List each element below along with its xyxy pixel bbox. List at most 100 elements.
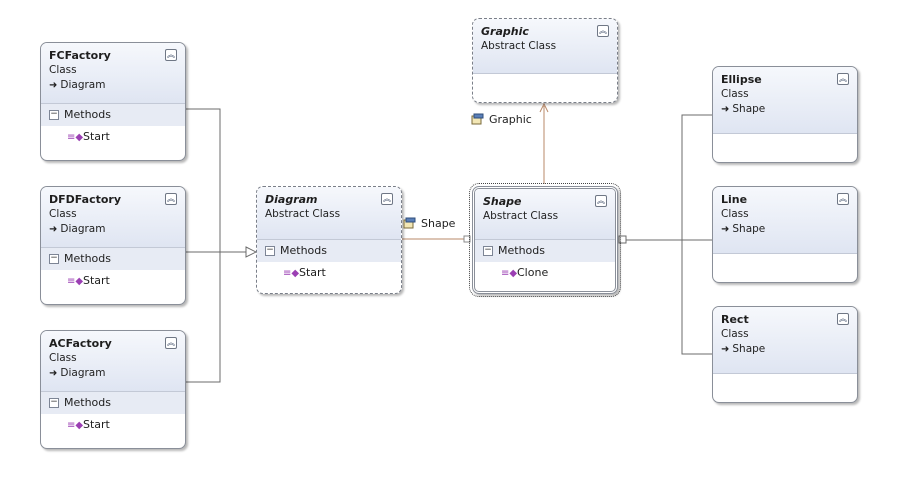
collapse-minus-icon[interactable]: − xyxy=(483,245,493,256)
double-chevron-up-icon[interactable]: ︽ xyxy=(597,25,609,37)
collapse-minus-icon[interactable]: − xyxy=(49,397,59,408)
ellipse-class-box[interactable]: Ellipse Class ➜Shape ︽ xyxy=(712,66,858,163)
association-label-text: Shape xyxy=(421,217,456,230)
association-property-icon xyxy=(471,113,484,125)
class-name: FCFactory xyxy=(49,49,111,62)
arrow-right-icon: ➜ xyxy=(721,104,730,115)
section-label: Methods xyxy=(280,244,327,257)
double-chevron-up-icon[interactable]: ︽ xyxy=(165,193,177,205)
collapse-minus-icon[interactable]: − xyxy=(49,253,59,264)
class-name: Graphic xyxy=(481,25,529,38)
base-class: ➜Shape xyxy=(721,102,849,117)
base-class: ➜Diagram xyxy=(49,222,177,237)
collapse-minus-icon[interactable]: − xyxy=(49,109,59,120)
double-chevron-up-icon[interactable]: ︽ xyxy=(837,73,849,85)
methods-section-header[interactable]: −Methods xyxy=(41,248,185,270)
diagram-inheritance-arrowhead xyxy=(245,246,258,258)
class-name: ACFactory xyxy=(49,337,112,350)
acfactory-inheritance-line xyxy=(185,252,221,383)
method-item[interactable]: ≡◆Clone xyxy=(475,262,615,284)
shape-abstract-class-box[interactable]: Shape Abstract Class ︽ −Methods ≡◆Clone xyxy=(469,183,621,297)
base-class: ➜Shape xyxy=(721,222,849,237)
arrow-right-icon: ➜ xyxy=(49,80,58,91)
base-class-name: Shape xyxy=(732,223,766,235)
arrow-right-icon: ➜ xyxy=(49,224,58,235)
class-header: Graphic Abstract Class ︽ xyxy=(473,19,617,73)
class-header: Line Class ➜Shape ︽ xyxy=(713,187,857,253)
class-name: Ellipse xyxy=(721,73,762,86)
class-kind: Class xyxy=(49,208,77,220)
class-kind: Class xyxy=(721,88,749,100)
class-kind: Class xyxy=(49,352,77,364)
methods-compartment: −Methods ≡◆Start xyxy=(257,239,401,284)
base-class-name: Diagram xyxy=(60,367,106,379)
methods-compartment: −Methods ≡◆Clone xyxy=(475,239,615,284)
class-name: Shape xyxy=(483,195,522,208)
collapse-minus-icon[interactable]: − xyxy=(265,245,275,256)
method-icon: ≡◆ xyxy=(283,268,300,279)
methods-section-header[interactable]: −Methods xyxy=(41,392,185,414)
acfactory-class-box[interactable]: ACFactory Class ➜Diagram ︽ −Methods ≡◆St… xyxy=(40,330,186,449)
methods-compartment: −Methods ≡◆Start xyxy=(41,103,185,148)
double-chevron-up-icon[interactable]: ︽ xyxy=(381,193,393,205)
class-name: DFDFactory xyxy=(49,193,121,206)
graphic-association-arrowhead xyxy=(539,102,549,113)
methods-section-header[interactable]: −Methods xyxy=(257,240,401,262)
method-item[interactable]: ≡◆Start xyxy=(41,270,185,292)
class-header: Rect Class ➜Shape ︽ xyxy=(713,307,857,373)
methods-section-header[interactable]: −Methods xyxy=(41,104,185,126)
class-kind: Abstract Class xyxy=(483,210,559,222)
empty-compartment xyxy=(713,133,857,134)
ellipse-inheritance-line xyxy=(626,114,713,241)
section-label: Methods xyxy=(64,252,111,265)
class-header: Diagram Abstract Class ︽ xyxy=(257,187,401,239)
section-label: Methods xyxy=(498,244,545,257)
base-class-name: Diagram xyxy=(60,79,106,91)
fcfactory-inheritance-line xyxy=(185,108,246,253)
method-icon: ≡◆ xyxy=(67,276,84,287)
methods-compartment: −Methods ≡◆Start xyxy=(41,391,185,436)
class-header: FCFactory Class ➜Diagram ︽ xyxy=(41,43,185,103)
base-class: ➜Diagram xyxy=(49,366,177,381)
association-label-text: Graphic xyxy=(489,113,532,126)
arrow-right-icon: ➜ xyxy=(49,368,58,379)
graphic-association-label[interactable]: Graphic xyxy=(471,113,532,126)
class-kind: Abstract Class xyxy=(481,40,557,52)
base-class-name: Shape xyxy=(732,343,766,355)
arrow-right-icon: ➜ xyxy=(721,344,730,355)
fcfactory-class-box[interactable]: FCFactory Class ➜Diagram ︽ −Methods ≡◆St… xyxy=(40,42,186,161)
double-chevron-up-icon[interactable]: ︽ xyxy=(595,195,607,207)
method-item[interactable]: ≡◆Start xyxy=(41,126,185,148)
class-name: Diagram xyxy=(265,193,318,206)
method-item[interactable]: ≡◆Start xyxy=(41,414,185,436)
empty-compartment xyxy=(713,253,857,254)
dfdfactory-class-box[interactable]: DFDFactory Class ➜Diagram ︽ −Methods ≡◆S… xyxy=(40,186,186,305)
association-property-icon xyxy=(403,217,416,229)
method-name: Start xyxy=(83,418,110,431)
method-icon: ≡◆ xyxy=(67,132,84,143)
base-class: ➜Diagram xyxy=(49,78,177,93)
diagram-abstract-class-box[interactable]: Diagram Abstract Class ︽ −Methods ≡◆Star… xyxy=(256,186,402,294)
double-chevron-up-icon[interactable]: ︽ xyxy=(165,49,177,61)
base-class-name: Diagram xyxy=(60,223,106,235)
class-kind: Class xyxy=(721,328,749,340)
double-chevron-up-icon[interactable]: ︽ xyxy=(837,193,849,205)
double-chevron-up-icon[interactable]: ︽ xyxy=(837,313,849,325)
methods-section-header[interactable]: −Methods xyxy=(475,240,615,262)
section-label: Methods xyxy=(64,396,111,409)
rect-inheritance-line xyxy=(681,240,713,355)
methods-compartment: −Methods ≡◆Start xyxy=(41,247,185,292)
graphic-abstract-class-box[interactable]: Graphic Abstract Class ︽ xyxy=(472,18,618,103)
method-name: Start xyxy=(83,274,110,287)
shape-association-endpoint xyxy=(463,235,471,243)
base-class: ➜Shape xyxy=(721,342,849,357)
class-header: DFDFactory Class ➜Diagram ︽ xyxy=(41,187,185,247)
method-name: Start xyxy=(299,266,326,279)
line-class-box[interactable]: Line Class ➜Shape ︽ xyxy=(712,186,858,283)
method-item[interactable]: ≡◆Start xyxy=(257,262,401,284)
shape-association-label[interactable]: Shape xyxy=(403,217,455,230)
rect-class-box[interactable]: Rect Class ➜Shape ︽ xyxy=(712,306,858,403)
double-chevron-up-icon[interactable]: ︽ xyxy=(165,337,177,349)
arrow-right-icon: ➜ xyxy=(721,224,730,235)
